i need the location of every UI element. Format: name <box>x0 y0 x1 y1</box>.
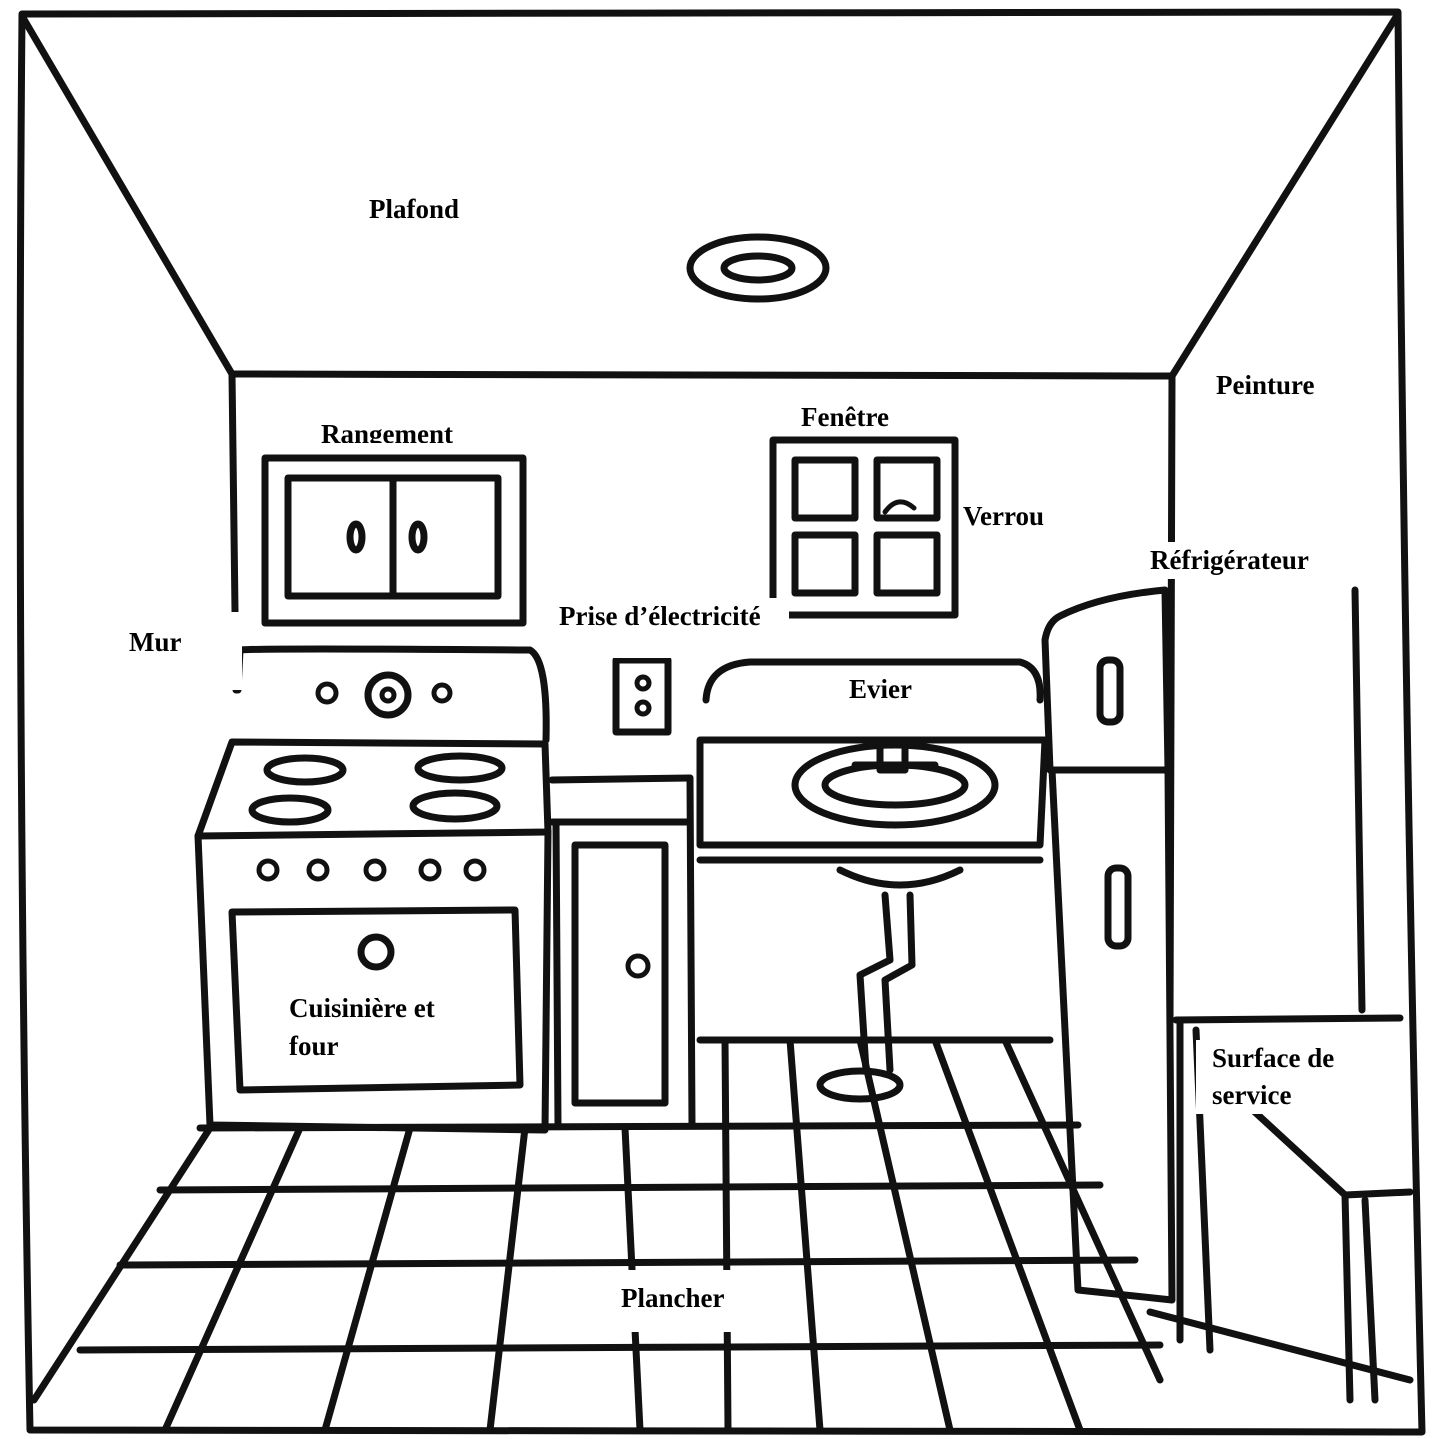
label-cuisiniere-line2: four <box>286 1028 342 1065</box>
label-fenetre: Fenêtre <box>798 399 892 432</box>
label-evier: Evier <box>846 671 915 708</box>
label-plancher: Plancher <box>603 1270 773 1332</box>
floor-tiles <box>30 1036 1164 1434</box>
label-rangement: Rangement <box>318 416 456 443</box>
label-refrigerateur: Réfrigérateur <box>1130 542 1327 579</box>
label-peinture: Peinture <box>1213 367 1318 404</box>
base-cabinet-drawing <box>548 774 696 1129</box>
outlet-drawing <box>612 656 672 736</box>
label-surface-line1: Surface de <box>1196 1040 1385 1077</box>
label-cuisiniere-line1: Cuisinière et <box>286 990 438 1027</box>
label-surface-line2: service <box>1196 1077 1315 1114</box>
label-plafond: Plafond <box>366 191 463 228</box>
cabinet-drawing <box>261 454 527 627</box>
sink-drawing <box>696 658 1049 1103</box>
stove-drawing <box>194 645 552 1134</box>
label-mur: Mur <box>126 612 242 690</box>
label-prise: Prise d’électricité <box>556 598 789 658</box>
counter-drawing <box>1172 1014 1414 1404</box>
label-verrou: Verrou <box>960 498 1084 526</box>
room-frame <box>16 8 1426 1436</box>
fridge-drawing <box>1041 586 1366 1304</box>
ceiling-light <box>686 233 830 303</box>
window-drawing <box>769 436 959 619</box>
